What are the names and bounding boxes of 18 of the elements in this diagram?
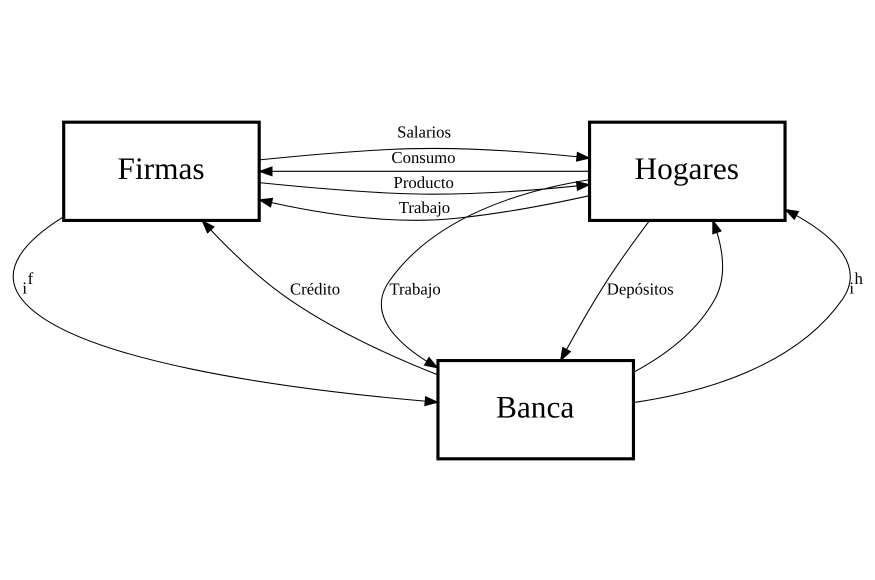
node-box: Hogares [588, 120, 787, 222]
node-box: Banca [436, 358, 636, 460]
edge-label: Trabajo [389, 278, 441, 298]
edge-label: Trabajo [398, 197, 450, 216]
node-box: Firmas [62, 120, 261, 222]
edge-label: Producto [394, 172, 454, 192]
arrow [380, 178, 590, 368]
arrow [634, 208, 851, 402]
edge-label: Salarios [397, 122, 452, 142]
edge-label: Consumo [391, 147, 456, 166]
arrow [259, 147, 591, 162]
arrow [258, 166, 590, 176]
edge-label: Depósitos [606, 278, 674, 298]
arrow [12, 216, 440, 406]
arrow [560, 220, 650, 362]
arrow [258, 194, 590, 220]
edge-label: Crédito [290, 278, 340, 298]
arrow [201, 219, 438, 375]
